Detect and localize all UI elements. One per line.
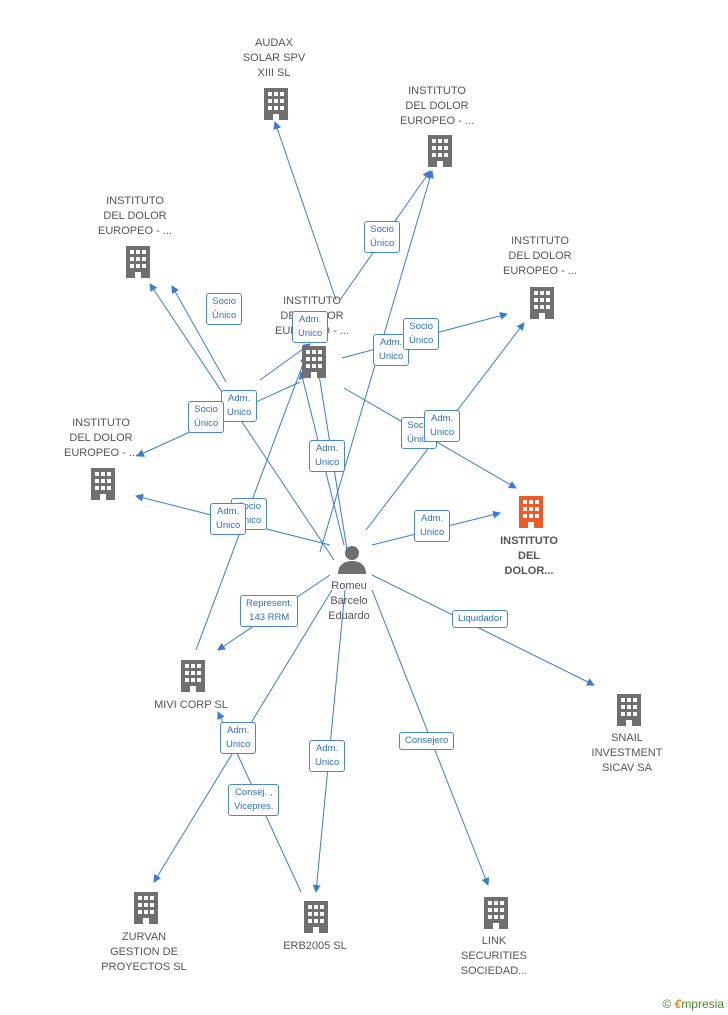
company-snail-label: SNAIL INVESTMENT SICAV SA: [591, 732, 663, 774]
person-icon: [338, 546, 366, 574]
edge-label: Socio Único: [206, 293, 243, 325]
edge-line: [273, 121, 337, 301]
building-icon: [304, 901, 328, 933]
edge-label: Adm. Unico: [309, 740, 346, 772]
brand-mark: €: [674, 997, 682, 1011]
company-instituto-midleft-label: INSTITUTO DEL DOLOR EUROPEO - ...: [64, 417, 138, 459]
edge-line: [371, 574, 595, 686]
company-instituto-main-label: INSTITUTO DEL DOLOR...: [500, 535, 558, 577]
edge-label: Adm. Unico: [220, 722, 257, 754]
edge-line: [259, 343, 311, 381]
building-icon: [181, 660, 205, 692]
building-icon: [530, 287, 554, 319]
company-instituto-top-label: INSTITUTO DEL DOLOR EUROPEO - ...: [400, 85, 474, 127]
edge-label: Represent. 143 RRM: [240, 595, 299, 627]
edge-label: Adm. Unico: [414, 510, 451, 542]
building-icon: [484, 897, 508, 929]
edge-line: [149, 283, 335, 561]
edge-label: Socio Único: [188, 401, 225, 433]
edge-label: Consejero: [399, 732, 455, 750]
edge-label: Liquidador: [452, 610, 509, 628]
building-icon: [302, 346, 326, 378]
building-icon: [126, 246, 150, 278]
brand-logo[interactable]: © €mpresia: [662, 997, 724, 1011]
company-erb2005-label: ERB2005 SL: [283, 940, 347, 952]
building-icon-highlight: [519, 496, 543, 528]
copyright-icon: ©: [662, 997, 672, 1011]
company-audax-label: AUDAX SOLAR SPV XIII SL: [242, 37, 306, 79]
company-instituto-left-label: INSTITUTO DEL DOLOR EUROPEO - ...: [98, 195, 172, 237]
edge-label: Socio Único: [403, 318, 440, 350]
company-link-label: LINK SECURITIES SOCIEDAD...: [460, 935, 528, 977]
edge-label: Socio Único: [364, 221, 401, 253]
company-mivi-label: MIVI CORP SL: [154, 699, 228, 711]
brand-name: mpresia: [681, 997, 724, 1011]
building-icon: [428, 135, 452, 167]
building-icon: [91, 468, 115, 500]
company-instituto-right-label: INSTITUTO DEL DOLOR EUROPEO - ...: [503, 235, 577, 277]
company-zurvan-label: ZURVAN GESTION DE PROYECTOS SL: [101, 931, 187, 973]
edge-label: Adm. Unico: [424, 410, 461, 442]
edge-label: Consej. , Vicepres.: [228, 784, 280, 816]
edge-label: Adm. Unico: [210, 503, 247, 535]
edge-label: Adm. Unico: [292, 311, 329, 343]
building-icon: [617, 694, 641, 726]
edge-label: Adm. Unico: [309, 440, 346, 472]
building-icon: [134, 892, 158, 924]
person-romeu-label: Romeu Barcelo Eduardo: [328, 580, 370, 622]
building-icon: [264, 88, 288, 120]
edge-label: Adm. Unico: [221, 390, 258, 422]
edge-line: [171, 285, 227, 383]
